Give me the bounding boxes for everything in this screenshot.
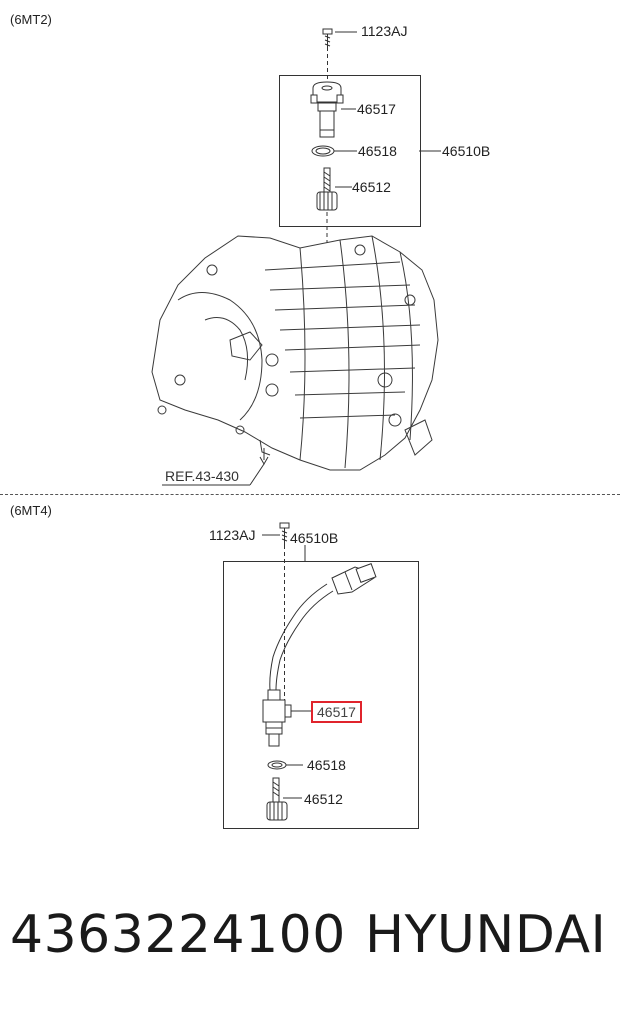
- section-label-6mt2: (6MT2): [10, 12, 52, 27]
- sensor-icon-bottom: [262, 689, 292, 747]
- sensor-icon-top: [310, 81, 344, 138]
- callout-bolt-top: 1123AJ: [361, 23, 408, 39]
- oring-icon-top: [311, 145, 335, 157]
- reference-label: REF.43-430: [165, 468, 239, 484]
- bolt-icon-bottom: [279, 522, 290, 545]
- callout-sensor-top: 46517: [357, 101, 396, 117]
- callout-oring-bottom: 46518: [307, 757, 346, 773]
- transmission-housing: [151, 235, 439, 471]
- sensor-cable-bottom: [269, 563, 377, 691]
- section-divider: [0, 494, 620, 495]
- part-number: 4363224100: [10, 905, 346, 965]
- bolt-icon-top: [322, 28, 333, 47]
- gear-icon-bottom: [266, 777, 288, 821]
- callout-bolt-bottom: 1123AJ: [209, 527, 256, 543]
- callout-oring-top: 46518: [358, 143, 397, 159]
- callout-assembly-bottom: 46510B: [290, 530, 339, 546]
- callout-sensor-bottom-highlighted[interactable]: 46517: [311, 701, 362, 723]
- section-label-6mt4: (6MT4): [10, 503, 52, 518]
- callout-gear-top: 46512: [352, 179, 391, 195]
- callout-assembly-top: 46510B: [442, 143, 491, 159]
- callout-gear-bottom: 46512: [304, 791, 343, 807]
- gear-icon-top: [316, 167, 338, 211]
- oring-icon-bottom: [267, 760, 287, 770]
- brand-name: HYUNDAI: [365, 905, 607, 965]
- assembly-box-bottom: [223, 561, 419, 829]
